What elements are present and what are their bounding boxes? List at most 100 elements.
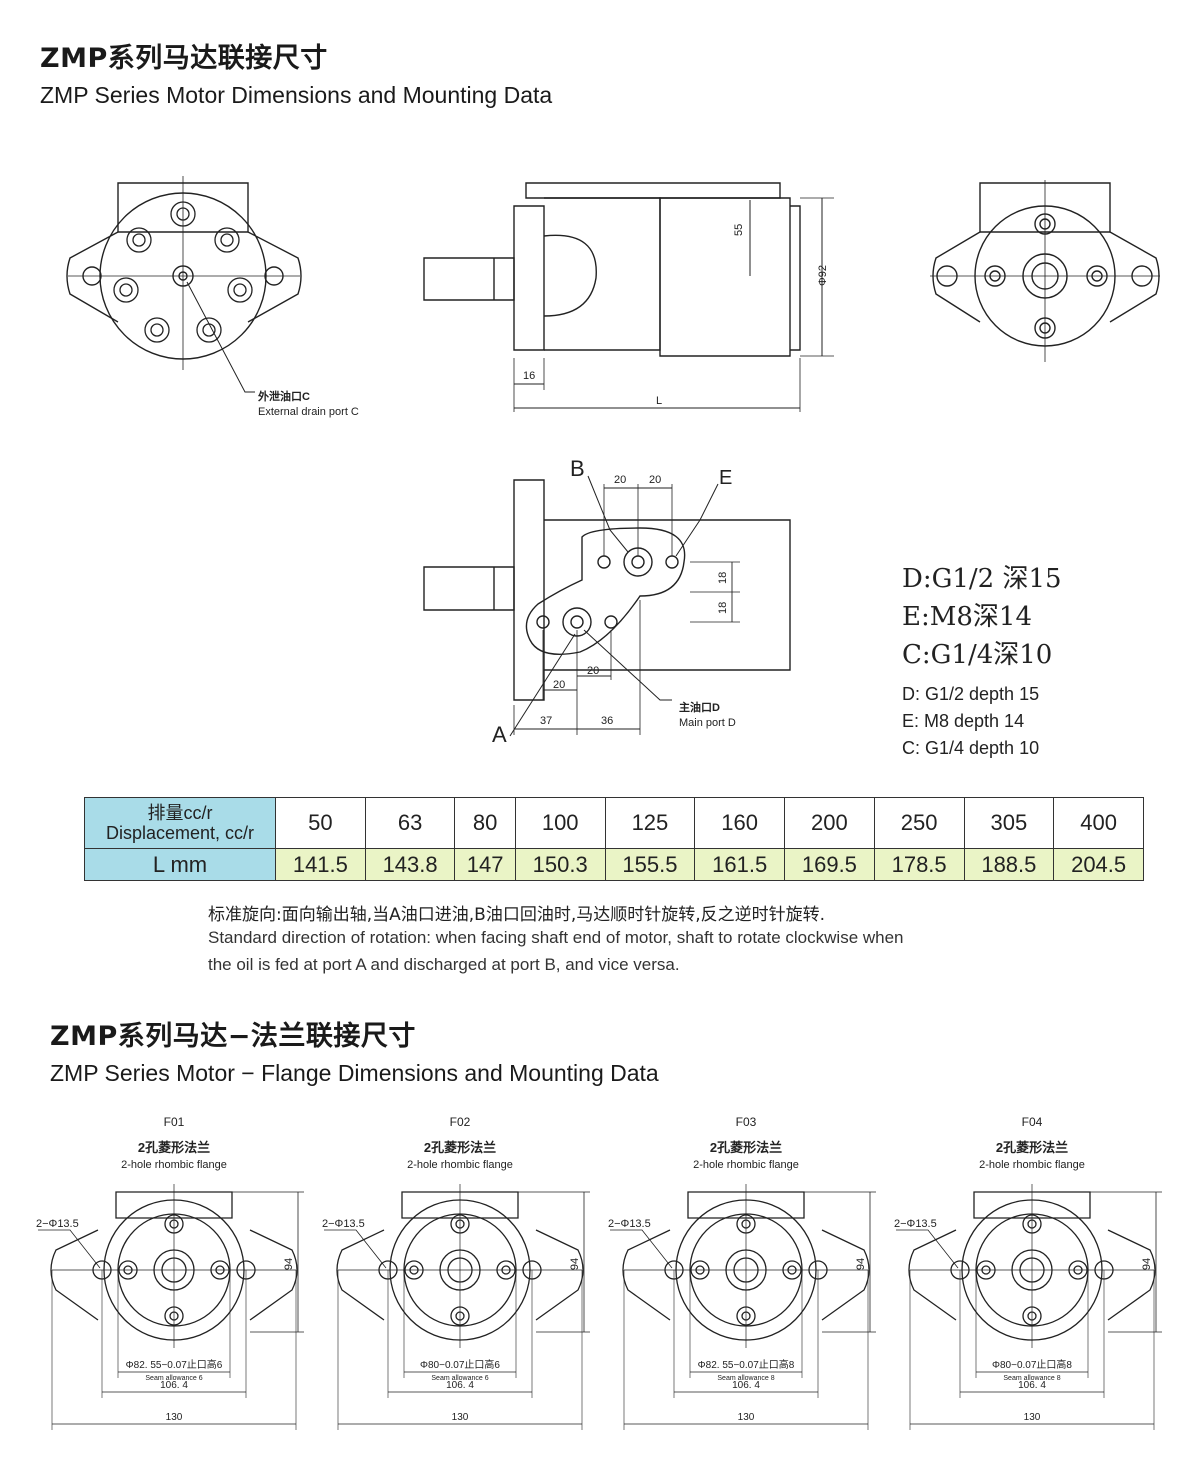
top-drawings: 外泄油口C External drain port C 55 Φ92 16 L bbox=[66, 176, 1160, 418]
dim-20-lower-right: 20 bbox=[587, 665, 599, 677]
table-cell: 50 bbox=[275, 797, 366, 849]
flange-hole-dim: 2−Φ13.5 bbox=[36, 1218, 79, 1230]
drain-port-label-en: External drain port C bbox=[258, 406, 359, 418]
spec-en-D: D: G1/2 depth 15 bbox=[902, 684, 1040, 704]
flange-height-dim: 94 bbox=[1141, 1258, 1153, 1270]
flange-code: F03 bbox=[736, 1115, 757, 1129]
flange-seam-allowance: Seam allowance 6 bbox=[431, 1375, 488, 1382]
rear-view-drawing bbox=[930, 180, 1160, 362]
spec-en-E: E: M8 depth 14 bbox=[902, 711, 1025, 731]
table-header-displacement: 排量cc/r Displacement, cc/r bbox=[84, 797, 276, 849]
main-port-label-en: Main port D bbox=[679, 717, 736, 729]
table-cell: 250 bbox=[873, 797, 965, 849]
flange-width-outer: 130 bbox=[738, 1412, 755, 1423]
table-cell: 143.8 bbox=[364, 848, 456, 881]
port-specs-cn: D:G1/2 深15 E:M8深14 C:G1/4深10 bbox=[902, 560, 1062, 674]
table-cell: 161.5 bbox=[694, 848, 786, 881]
table-cell: 178.5 bbox=[873, 848, 965, 881]
side-view-drawing bbox=[423, 182, 834, 412]
flange-code: F01 bbox=[164, 1115, 185, 1129]
flange-hole-dim: 2−Φ13.5 bbox=[322, 1218, 365, 1230]
dim-37: 37 bbox=[540, 715, 552, 727]
flange-width-inner: 106. 4 bbox=[160, 1380, 188, 1391]
table-cell: 204.5 bbox=[1053, 848, 1144, 881]
flange-type-cn: 2孔菱形法兰 bbox=[710, 1140, 782, 1155]
table-cell: 169.5 bbox=[784, 848, 875, 881]
table-cell: 305 bbox=[963, 797, 1055, 849]
dim-18-lower: 18 bbox=[717, 602, 729, 614]
flange-code: F04 bbox=[1022, 1115, 1043, 1129]
flange-pilot-dim: Φ80−0.07止口高6 bbox=[420, 1358, 500, 1371]
flange-drawing-f04: F04 2孔菱形法兰 2-hole rhombic flange 2−Φ13.5 94Φ… bbox=[894, 1115, 1162, 1430]
rotation-note-cn: 标准旋向:面向输出轴,当A油口进油,B油口回油时,马达顺时针旋转,反之逆时针旋转… bbox=[208, 905, 826, 925]
flange-height-dim: 94 bbox=[855, 1258, 867, 1270]
flange-type-en: 2-hole rhombic flange bbox=[693, 1159, 799, 1171]
table-cell: 125 bbox=[604, 797, 696, 849]
flange-seam-allowance: Seam allowance 8 bbox=[1003, 1375, 1060, 1382]
spec-cn-D: D:G1/2 深15 bbox=[902, 564, 1062, 594]
table-header-length: L mm bbox=[84, 848, 276, 881]
flange-height-dim: 94 bbox=[569, 1258, 581, 1270]
port-label-A: A bbox=[492, 722, 507, 747]
flange-pilot-dim: Φ80−0.07止口高8 bbox=[992, 1358, 1072, 1371]
flange-type-en: 2-hole rhombic flange bbox=[979, 1159, 1085, 1171]
displacement-table: 排量cc/r Displacement, cc/r 50 63 80 100 1… bbox=[84, 797, 1144, 881]
flange-drawing-f02: F02 2孔菱形法兰 2-hole rhombic flange 2−Φ13.5 94Φ… bbox=[322, 1115, 590, 1430]
table-cell: 147 bbox=[454, 848, 516, 881]
table-cell: 141.5 bbox=[275, 848, 366, 881]
port-view-drawing: B E A 20 20 18 18 20 20 37 36 主油口D Main … bbox=[423, 456, 791, 747]
flange-type-en: 2-hole rhombic flange bbox=[121, 1159, 227, 1171]
flange-width-outer: 130 bbox=[166, 1412, 183, 1423]
main-port-label-cn: 主油口D bbox=[679, 700, 720, 714]
port-label-E: E bbox=[719, 467, 732, 489]
flange-seam-allowance: Seam allowance 6 bbox=[145, 1375, 202, 1382]
table-cell: 150.3 bbox=[514, 848, 606, 881]
dim-18-upper: 18 bbox=[717, 572, 729, 584]
header-cn: 排量cc/r bbox=[147, 803, 213, 823]
page-title-cn: ZMP系列马达联接尺寸 bbox=[40, 43, 328, 74]
port-label-B: B bbox=[570, 456, 585, 481]
flange-hole-dim: 2−Φ13.5 bbox=[894, 1218, 937, 1230]
flange-pilot-dim: Φ82. 55−0.07止口高6 bbox=[126, 1358, 223, 1371]
table-cell: 80 bbox=[454, 797, 516, 849]
table-cell: 200 bbox=[784, 797, 875, 849]
table-cell: 160 bbox=[694, 797, 786, 849]
page-title-en: ZMP Series Motor Dimensions and Mounting… bbox=[40, 82, 553, 108]
spec-cn-C: C:G1/4深10 bbox=[902, 640, 1053, 670]
flange-seam-allowance: Seam allowance 8 bbox=[717, 1375, 774, 1382]
drain-port-label-cn: 外泄油口C bbox=[257, 389, 310, 403]
table-cell: 188.5 bbox=[963, 848, 1055, 881]
table-row-displacement: 排量cc/r Displacement, cc/r 50 63 80 100 1… bbox=[84, 797, 1144, 849]
spec-cn-E: E:M8深14 bbox=[902, 602, 1032, 632]
dim-16: 16 bbox=[523, 370, 535, 382]
flange-hole-dim: 2−Φ13.5 bbox=[608, 1218, 651, 1230]
flange-type-cn: 2孔菱形法兰 bbox=[424, 1140, 496, 1155]
flange-width-outer: 130 bbox=[452, 1412, 469, 1423]
dim-92: Φ92 bbox=[817, 265, 829, 286]
flange-type-cn: 2孔菱形法兰 bbox=[138, 1140, 210, 1155]
table-cell: 155.5 bbox=[604, 848, 696, 881]
dim-20-top-right: 20 bbox=[649, 474, 661, 486]
flange-code: F02 bbox=[450, 1115, 471, 1129]
flange-width-inner: 106. 4 bbox=[446, 1380, 474, 1391]
dim-20-lower-left: 20 bbox=[553, 679, 565, 691]
flange-width-inner: 106. 4 bbox=[1018, 1380, 1046, 1391]
table-cell: 63 bbox=[364, 797, 456, 849]
header-en: Displacement, cc/r bbox=[105, 823, 255, 843]
dim-L: L bbox=[656, 395, 662, 407]
rotation-note-en-1: Standard direction of rotation: when fac… bbox=[208, 928, 904, 947]
dim-20-top-left: 20 bbox=[614, 474, 626, 486]
flange-drawing-f03: F03 2孔菱形法兰 2-hole rhombic flange 2−Φ13.5 94Φ… bbox=[608, 1115, 876, 1430]
table-cell: 400 bbox=[1053, 797, 1144, 849]
flange-width-outer: 130 bbox=[1024, 1412, 1041, 1423]
flange-type-en: 2-hole rhombic flange bbox=[407, 1159, 513, 1171]
dim-36: 36 bbox=[601, 715, 613, 727]
flange-pilot-dim: Φ82. 55−0.07止口高8 bbox=[698, 1358, 795, 1371]
flange-type-cn: 2孔菱形法兰 bbox=[996, 1140, 1068, 1155]
dim-55: 55 bbox=[733, 224, 745, 236]
front-view-drawing bbox=[66, 176, 302, 393]
rotation-note-en-2: the oil is fed at port A and discharged … bbox=[208, 955, 680, 974]
port-specs-en: D: G1/2 depth 15 E: M8 depth 14 C: G1/4 … bbox=[902, 681, 1039, 762]
spec-en-C: C: G1/4 depth 10 bbox=[902, 738, 1040, 758]
